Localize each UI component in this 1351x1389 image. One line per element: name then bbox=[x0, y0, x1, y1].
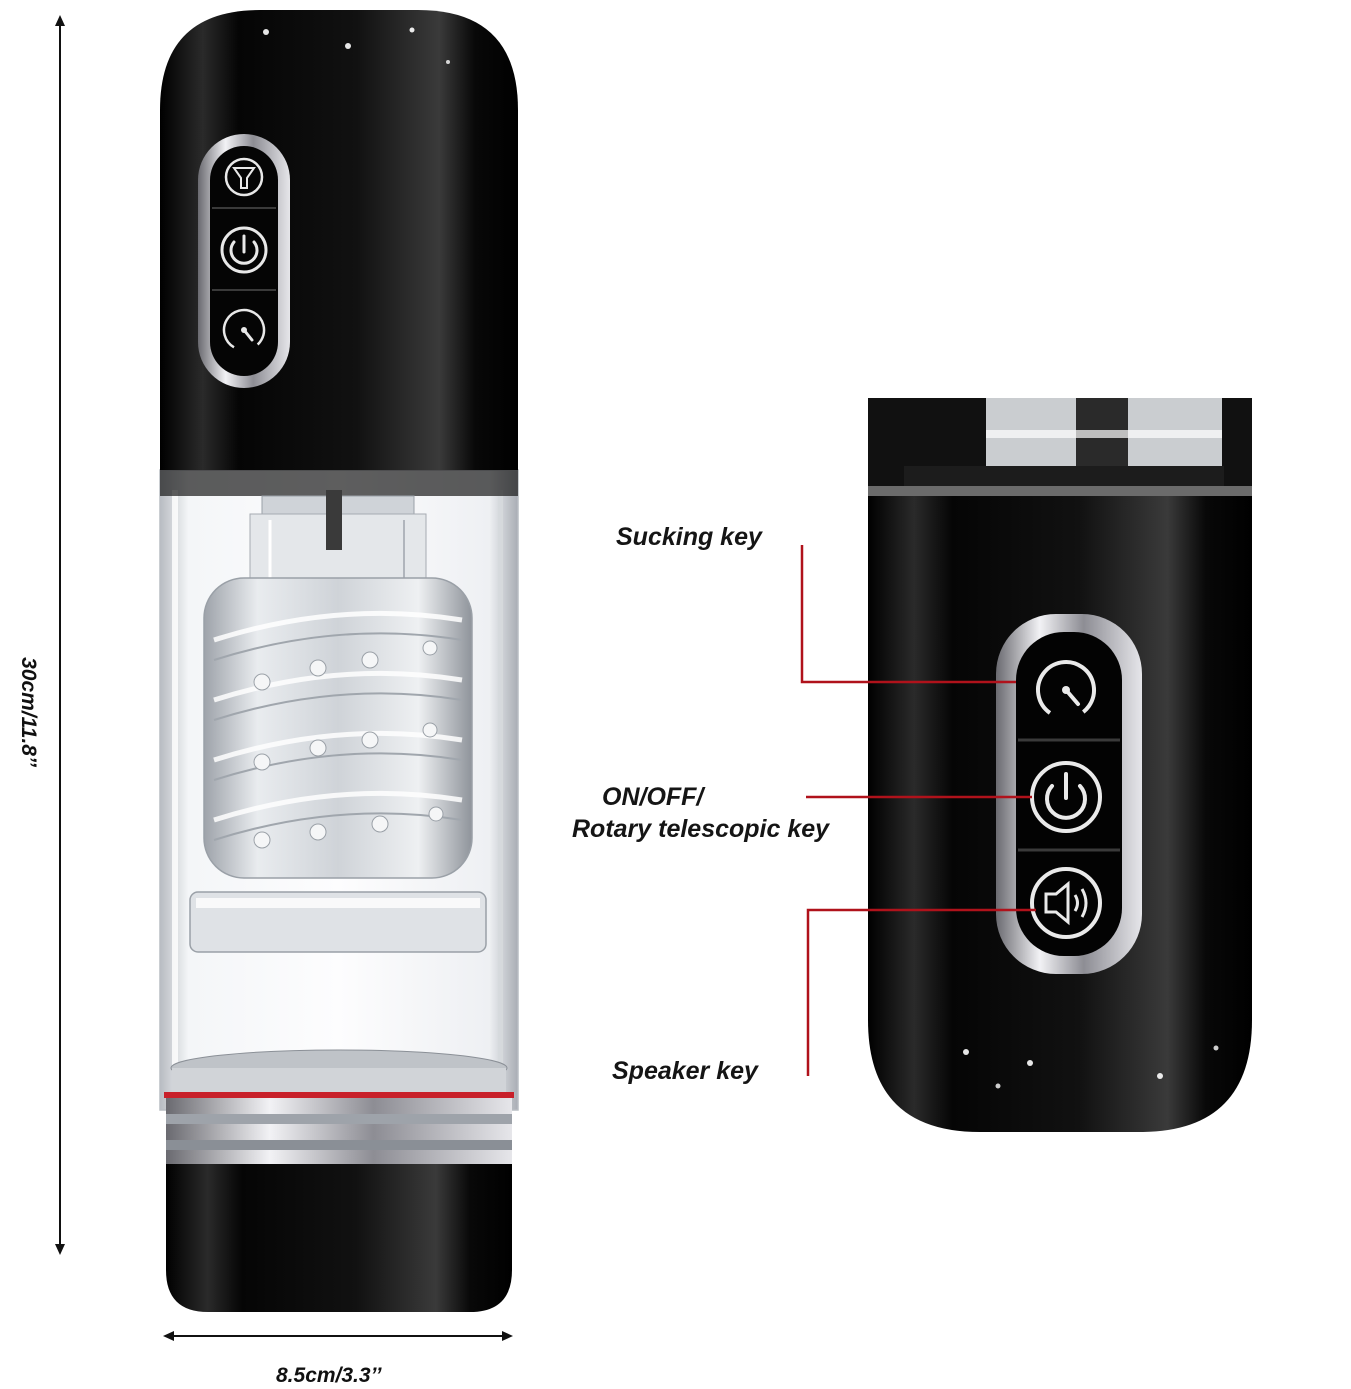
control-strip bbox=[210, 146, 278, 376]
sucking-key-callout-line bbox=[800, 545, 1016, 684]
height-label: 30cm/11.8’’ bbox=[17, 657, 40, 767]
sucking-key-icon bbox=[1035, 660, 1096, 720]
speaker-key-label: Speaker key bbox=[612, 1057, 758, 1085]
speaker-icon bbox=[224, 157, 264, 197]
closeup-control-strip bbox=[1016, 632, 1122, 956]
red-band bbox=[164, 1092, 514, 1098]
power-icon bbox=[220, 226, 268, 274]
speedometer-icon bbox=[222, 308, 266, 352]
speaker-key-icon bbox=[1030, 867, 1102, 939]
power-key-label-line1: ON/OFF/ bbox=[602, 783, 704, 811]
sucking-key-label: Sucking key bbox=[616, 523, 762, 551]
power-key-label-line2: Rotary telescopic key bbox=[572, 815, 830, 843]
width-label: 8.5cm/3.3’’ bbox=[276, 1364, 382, 1387]
speaker-key-callout-line bbox=[806, 908, 1036, 1076]
device-closeup-view bbox=[868, 398, 1252, 1132]
callout-lines bbox=[800, 545, 1036, 1076]
bottom-base bbox=[166, 1164, 512, 1312]
device-full-view bbox=[159, 10, 519, 1312]
